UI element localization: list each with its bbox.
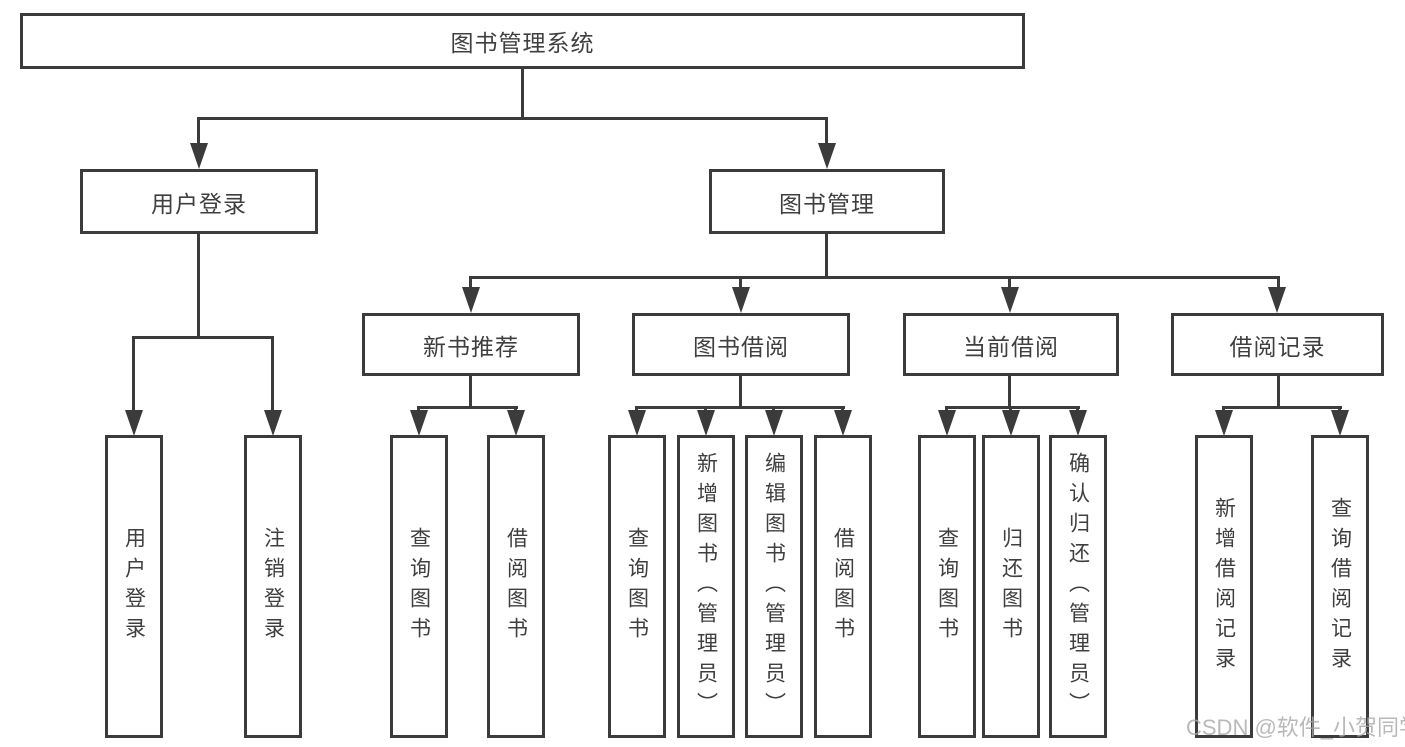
connector-line [469, 376, 472, 407]
arrow-down-icon [190, 143, 208, 169]
connector-line [945, 406, 1080, 409]
arrow-down-icon [732, 287, 750, 313]
connector-line [1008, 276, 1011, 292]
arrow-down-icon [1331, 410, 1349, 436]
arrow-down-icon [818, 143, 836, 169]
connector-line [132, 336, 274, 339]
connector-line [739, 376, 742, 407]
arrow-down-icon [1069, 410, 1087, 436]
connector-line [469, 276, 472, 292]
connector-line [521, 69, 524, 117]
arrow-down-icon [697, 410, 715, 436]
arrow-down-icon [462, 287, 480, 313]
connector-line [1008, 376, 1011, 407]
arrow-down-icon [125, 410, 143, 436]
connector-line [469, 276, 1280, 279]
leaf-borrow-edit-books-admin: 编辑图书（管理员） [745, 435, 803, 738]
arrow-down-icon [1002, 410, 1020, 436]
leaf-current-confirm-return-admin: 确认归还（管理员） [1049, 435, 1107, 738]
leaf-newbook-query-books: 查询图书 [390, 435, 448, 738]
arrow-down-icon [834, 410, 852, 436]
leaf-logout-login: 注销登录 [244, 435, 302, 738]
connector-line [271, 336, 274, 414]
node-library-management-system: 图书管理系统 [20, 13, 1025, 69]
leaf-borrow-add-books-admin: 新增图书（管理员） [677, 435, 735, 738]
node-new-book-recommendation: 新书推荐 [362, 313, 580, 376]
arrow-down-icon [507, 410, 525, 436]
connector-line [197, 117, 200, 149]
connector-line [1277, 276, 1280, 292]
leaf-current-query-books: 查询图书 [918, 435, 976, 738]
arrow-down-icon [1215, 410, 1233, 436]
node-user-login: 用户登录 [80, 169, 318, 234]
connector-line [197, 234, 200, 337]
leaf-record-query-borrow-record: 查询借阅记录 [1311, 435, 1369, 738]
connector-line [417, 406, 518, 409]
connector-line [132, 336, 135, 414]
connector-line [825, 117, 828, 149]
connector-line [197, 117, 828, 120]
arrow-down-icon [765, 410, 783, 436]
node-current-borrowing: 当前借阅 [903, 313, 1119, 376]
arrow-down-icon [264, 410, 282, 436]
arrow-down-icon [1001, 287, 1019, 313]
connector-line [1222, 406, 1342, 409]
node-book-management: 图书管理 [709, 169, 945, 234]
leaf-user-login: 用户登录 [105, 435, 163, 738]
arrow-down-icon [410, 410, 428, 436]
leaf-newbook-borrow-books: 借阅图书 [487, 435, 545, 738]
leaf-current-return-books: 归还图书 [982, 435, 1040, 738]
arrow-down-icon [938, 410, 956, 436]
node-book-borrowing: 图书借阅 [632, 313, 850, 376]
arrow-down-icon [1268, 287, 1286, 313]
connector-line [739, 276, 742, 292]
csdn-watermark: CSDN @软件_小贺同学 [1186, 715, 1405, 740]
leaf-borrow-query-books: 查询图书 [608, 435, 666, 738]
node-borrowing-records: 借阅记录 [1171, 313, 1384, 376]
leaf-borrow-borrow-books: 借阅图书 [814, 435, 872, 738]
connector-line [825, 234, 828, 277]
connector-line [1277, 376, 1280, 407]
arrow-down-icon [628, 410, 646, 436]
leaf-record-add-borrow-record: 新增借阅记录 [1195, 435, 1253, 738]
connector-line [635, 406, 845, 409]
